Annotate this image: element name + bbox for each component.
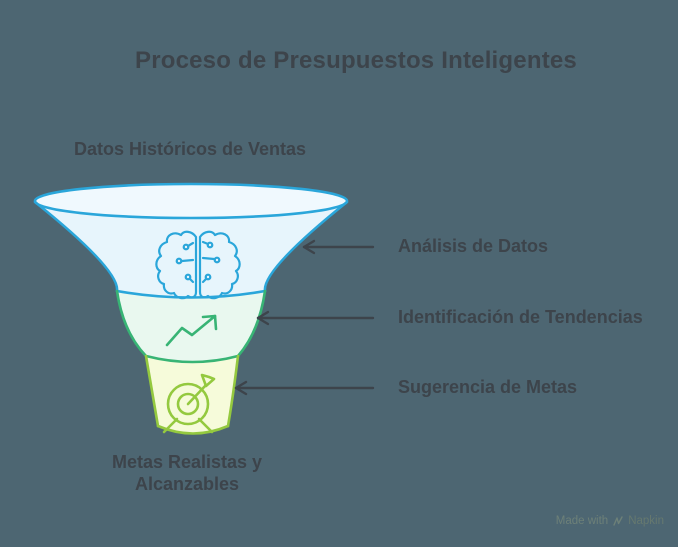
funnel-outline-yellow [144, 354, 240, 435]
watermark-prefix: Made with [555, 515, 609, 527]
napkin-logo-icon [613, 516, 623, 526]
target-goal-icon [162, 373, 216, 434]
connector-arrow-identificacion [256, 310, 375, 326]
funnel-input-label: Datos Históricos de Ventas [73, 139, 307, 159]
page-title: Proceso de Presupuestos Inteligentes [134, 47, 577, 74]
funnel-output-label: Metas Realistas y Alcanzables [37, 452, 337, 496]
funnel-outline-blue [33, 182, 349, 299]
funnel-stage-identificacion [117, 291, 265, 362]
funnel-output-label-line2: Alcanzables [134, 473, 240, 494]
funnel-mouth-face [35, 184, 347, 218]
stage-label-identificacion: Identificación de Tendencias [398, 307, 643, 327]
connector-arrow-analisis [302, 239, 375, 255]
funnel-output-label-line1: Metas Realistas y [111, 452, 263, 472]
stage-label-sugerencia: Sugerencia de Metas [398, 377, 578, 397]
connector-arrow-sugerencia [234, 380, 375, 396]
funnel-outline-green [115, 289, 267, 364]
trending-up-icon [165, 314, 218, 347]
funnel-stage-analisis [35, 201, 347, 298]
stage-label-analisis: Análisis de Datos [398, 236, 549, 256]
watermark-brand: Napkin [628, 515, 664, 527]
napkin-watermark[interactable]: Made with Napkin [556, 515, 664, 527]
brain-circuit-icon [155, 230, 241, 300]
